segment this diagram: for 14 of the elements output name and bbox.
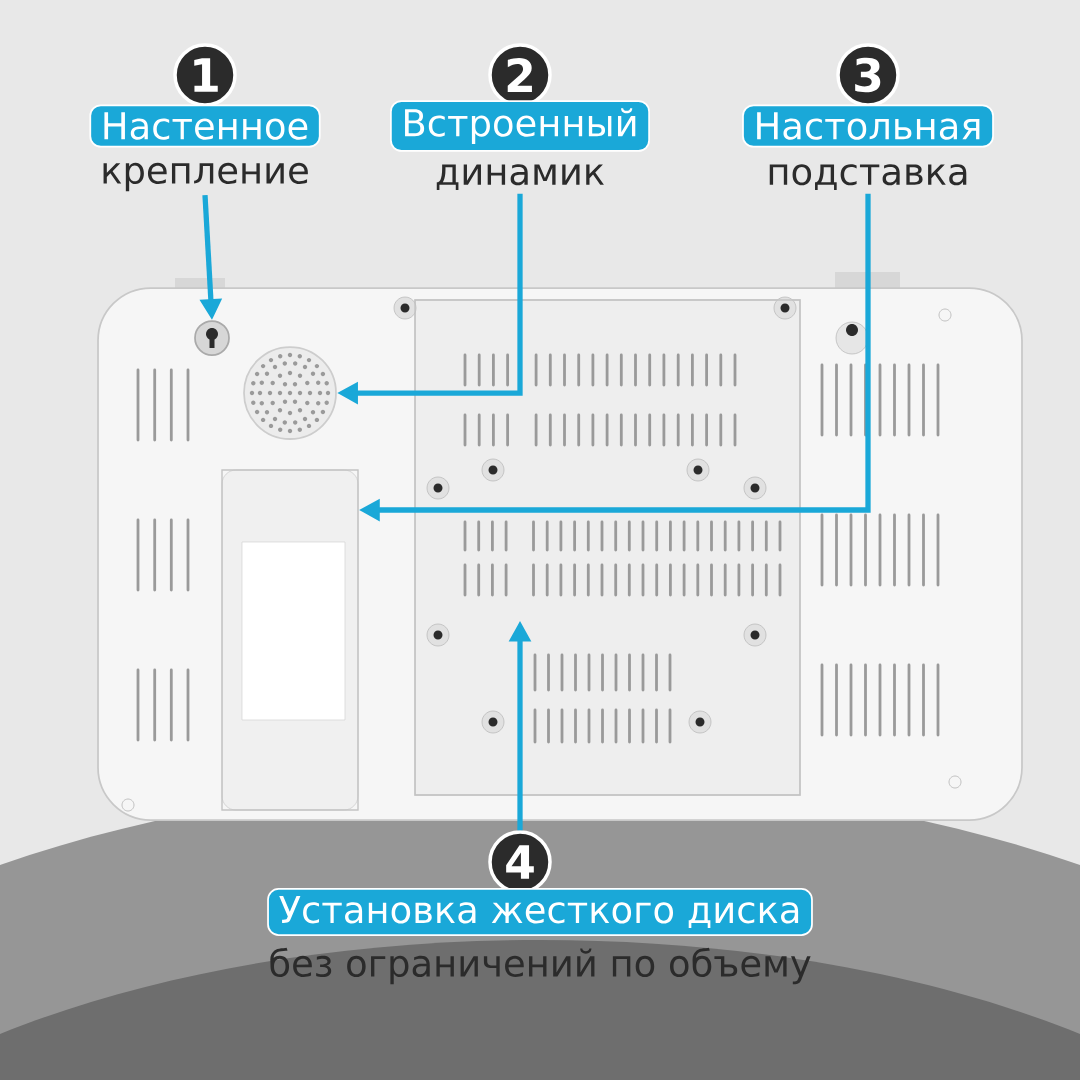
speaker-grille	[243, 346, 337, 440]
number-badge: 1	[173, 43, 237, 107]
callout-heading: Настольная	[742, 104, 994, 148]
number-badge: 3	[836, 43, 900, 107]
panel	[414, 299, 801, 796]
callout-heading: Настенное	[89, 104, 321, 148]
panel	[221, 469, 359, 811]
callout-heading: Установка жесткого диска	[267, 888, 813, 936]
callout-subtitle: крепление	[103, 162, 308, 192]
callout-subtitle: подставка	[769, 164, 967, 190]
keyhole-drawing	[194, 320, 230, 356]
callout-heading: Встроенный	[390, 100, 650, 152]
callout-subtitle: без ограничений по объему	[270, 947, 811, 985]
callout-subtitle: динамик	[436, 164, 604, 190]
